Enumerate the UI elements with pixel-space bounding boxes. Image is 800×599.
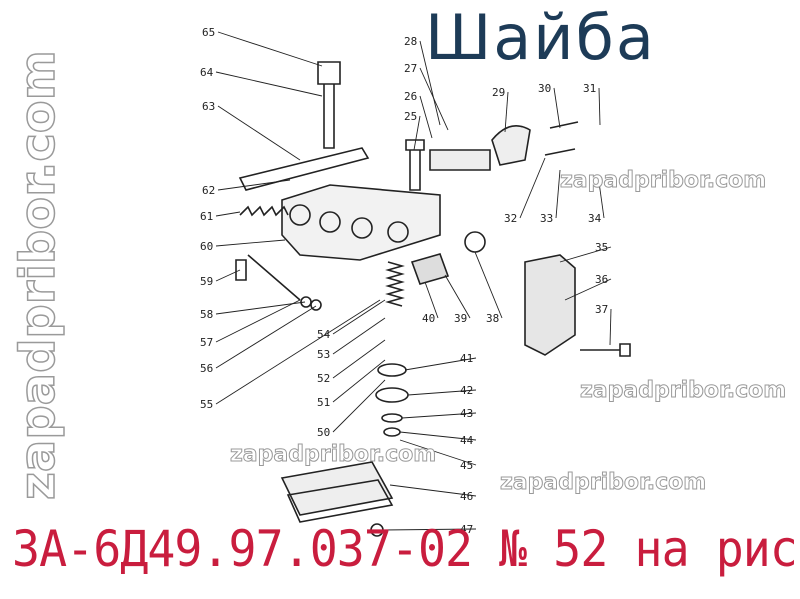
part-label: 57 [200, 336, 213, 349]
part-label: 33 [540, 212, 553, 225]
leader-line [598, 87, 601, 126]
leader-line [564, 278, 612, 301]
part-label: 45 [460, 459, 473, 472]
part-label: 47 [460, 523, 473, 536]
part-label: 61 [200, 210, 213, 223]
leader-line [215, 305, 317, 369]
leader-line [215, 71, 323, 97]
part-label: 32 [504, 212, 517, 225]
part-switch [524, 254, 576, 356]
leader-line [419, 67, 449, 131]
page-title: Шайба [425, 1, 656, 74]
leader-line [444, 274, 471, 319]
part-label: 36 [595, 273, 608, 286]
part-label: 51 [317, 396, 330, 409]
leader-line [597, 174, 605, 219]
part-label: 44 [460, 434, 474, 447]
leader-line [399, 439, 477, 466]
part-bolt [317, 61, 341, 149]
leader-line [555, 169, 561, 219]
leader-line [332, 339, 386, 379]
leader-line [404, 357, 477, 371]
part-label: 50 [317, 426, 330, 439]
part-plate [280, 461, 394, 516]
part-label: 64 [200, 66, 214, 79]
part-label: 56 [200, 362, 213, 375]
part-label: 65 [202, 26, 215, 39]
leader-line [399, 431, 477, 441]
part-label: 58 [200, 308, 213, 321]
leader-line [217, 31, 323, 67]
leader-line [217, 105, 301, 161]
leader-line [215, 299, 381, 405]
leader-line [609, 308, 612, 346]
part-label: 25 [404, 110, 417, 123]
leader-line [424, 281, 439, 319]
part-label: 59 [200, 275, 213, 288]
leader-line [553, 87, 561, 129]
watermark: zapadpribor.com [559, 168, 767, 194]
part-label: 43 [460, 407, 473, 420]
leader-line [519, 157, 546, 219]
leader-line [474, 251, 503, 319]
leader-line [413, 115, 421, 151]
leader-line [215, 301, 306, 315]
part-label: 63 [202, 100, 215, 113]
part-label: 29 [492, 86, 505, 99]
part-label: 46 [460, 490, 473, 503]
part-label: 60 [200, 240, 213, 253]
part-label: 34 [588, 212, 602, 225]
part-label: 54 [317, 328, 331, 341]
part-label: 42 [460, 384, 473, 397]
watermark: zapadpribor.com [229, 442, 437, 468]
part-label: 28 [404, 35, 417, 48]
leader-line [332, 299, 386, 335]
part-label: 41 [460, 352, 473, 365]
leader-line [419, 40, 441, 126]
leader-line [401, 412, 477, 419]
part-label: 52 [317, 372, 330, 385]
watermark-diagonal: zapadpribor.com [9, 49, 67, 500]
leader-line [389, 484, 477, 497]
leader-line [215, 299, 301, 343]
part-label: 62 [202, 184, 215, 197]
leader-line [332, 317, 386, 355]
watermark: zapadpribor.com [579, 378, 787, 404]
leader-line [332, 359, 386, 403]
leader-line [504, 91, 509, 133]
part-spring [239, 205, 289, 217]
leader-line [419, 95, 433, 139]
leader-line [215, 239, 286, 247]
part-label: 35 [595, 241, 608, 254]
leader-line [217, 179, 291, 191]
part-label: 31 [583, 82, 596, 95]
watermark: zapadpribor.com [499, 470, 707, 496]
part-label: 53 [317, 348, 330, 361]
leader-line [332, 379, 386, 433]
leader-line [215, 211, 241, 217]
part-label: 55 [200, 398, 213, 411]
part-bar [238, 147, 370, 191]
part-label: 27 [404, 62, 417, 75]
part-label: 39 [454, 312, 467, 325]
part-label: 37 [595, 303, 608, 316]
leader-line [382, 528, 477, 531]
part-label: 30 [538, 82, 551, 95]
part-label: 40 [422, 312, 435, 325]
leader-line [559, 246, 612, 263]
leader-line [215, 269, 241, 282]
part-caption: 3А-6Д49.97.037-02 № 52 на рис. [12, 520, 800, 578]
leader-line [407, 389, 477, 396]
part-label: 38 [486, 312, 499, 325]
part-label: 26 [404, 90, 417, 103]
